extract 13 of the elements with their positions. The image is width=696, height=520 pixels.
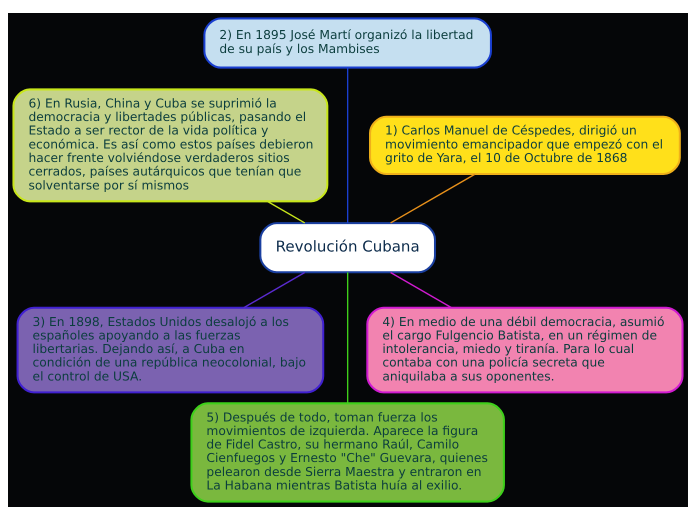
connector: [390, 272, 452, 308]
connector: [243, 272, 306, 308]
node-box: 4) En medio de una débil democracia, asumió el cargo Fulgencio Batista, en un régimen de intolerancia, miedo y tiranía. Para lo cual contaba con una policía secreta que aniquilaba a sus oponentes.: [366, 306, 684, 394]
node-box: 3) En 1898, Estados Unidos desalojó a los españoles apoyando a las fuerzas libertarias. Dejando así, a Cuba en condición de una república neocolonial, bajo el control de USA.: [16, 306, 324, 394]
connector: [390, 174, 476, 224]
node-box: Revolución Cubana: [259, 222, 436, 274]
node-box: 6) En Rusia, China y Cuba se suprimió la democracia y libertades públicas, pasando el Estado a ser rector de la vida política y económica. Es así como estos países debieron hacer frente volviéndose verdaderos sitios cerrados, países autárquicos que tenían que solventarse por sí mismos: [12, 88, 328, 202]
connector: [346, 272, 348, 404]
connector: [346, 68, 348, 224]
connector: [267, 200, 306, 224]
node-box: 1) Carlos Manuel de Céspedes, dirigió un movimiento emancipador que empezó con el grito de Yara, el 10 de Octubre de 1868: [369, 116, 681, 176]
node-box: 5) Después de todo, toman fuerza los movimientos de izquierda. Aparece la figura de Fidel Castro, su hermano Raúl, Camilo Cienfuegos y Ernesto "Che" Guevara, quienes pelearon desde Sierra Maestra y entraron en La Habana mientras Batista huía al exilio.: [190, 402, 505, 503]
node-box: 2) En 1895 José Martí organizó la libertad de su país y los Mambises: [203, 17, 492, 69]
